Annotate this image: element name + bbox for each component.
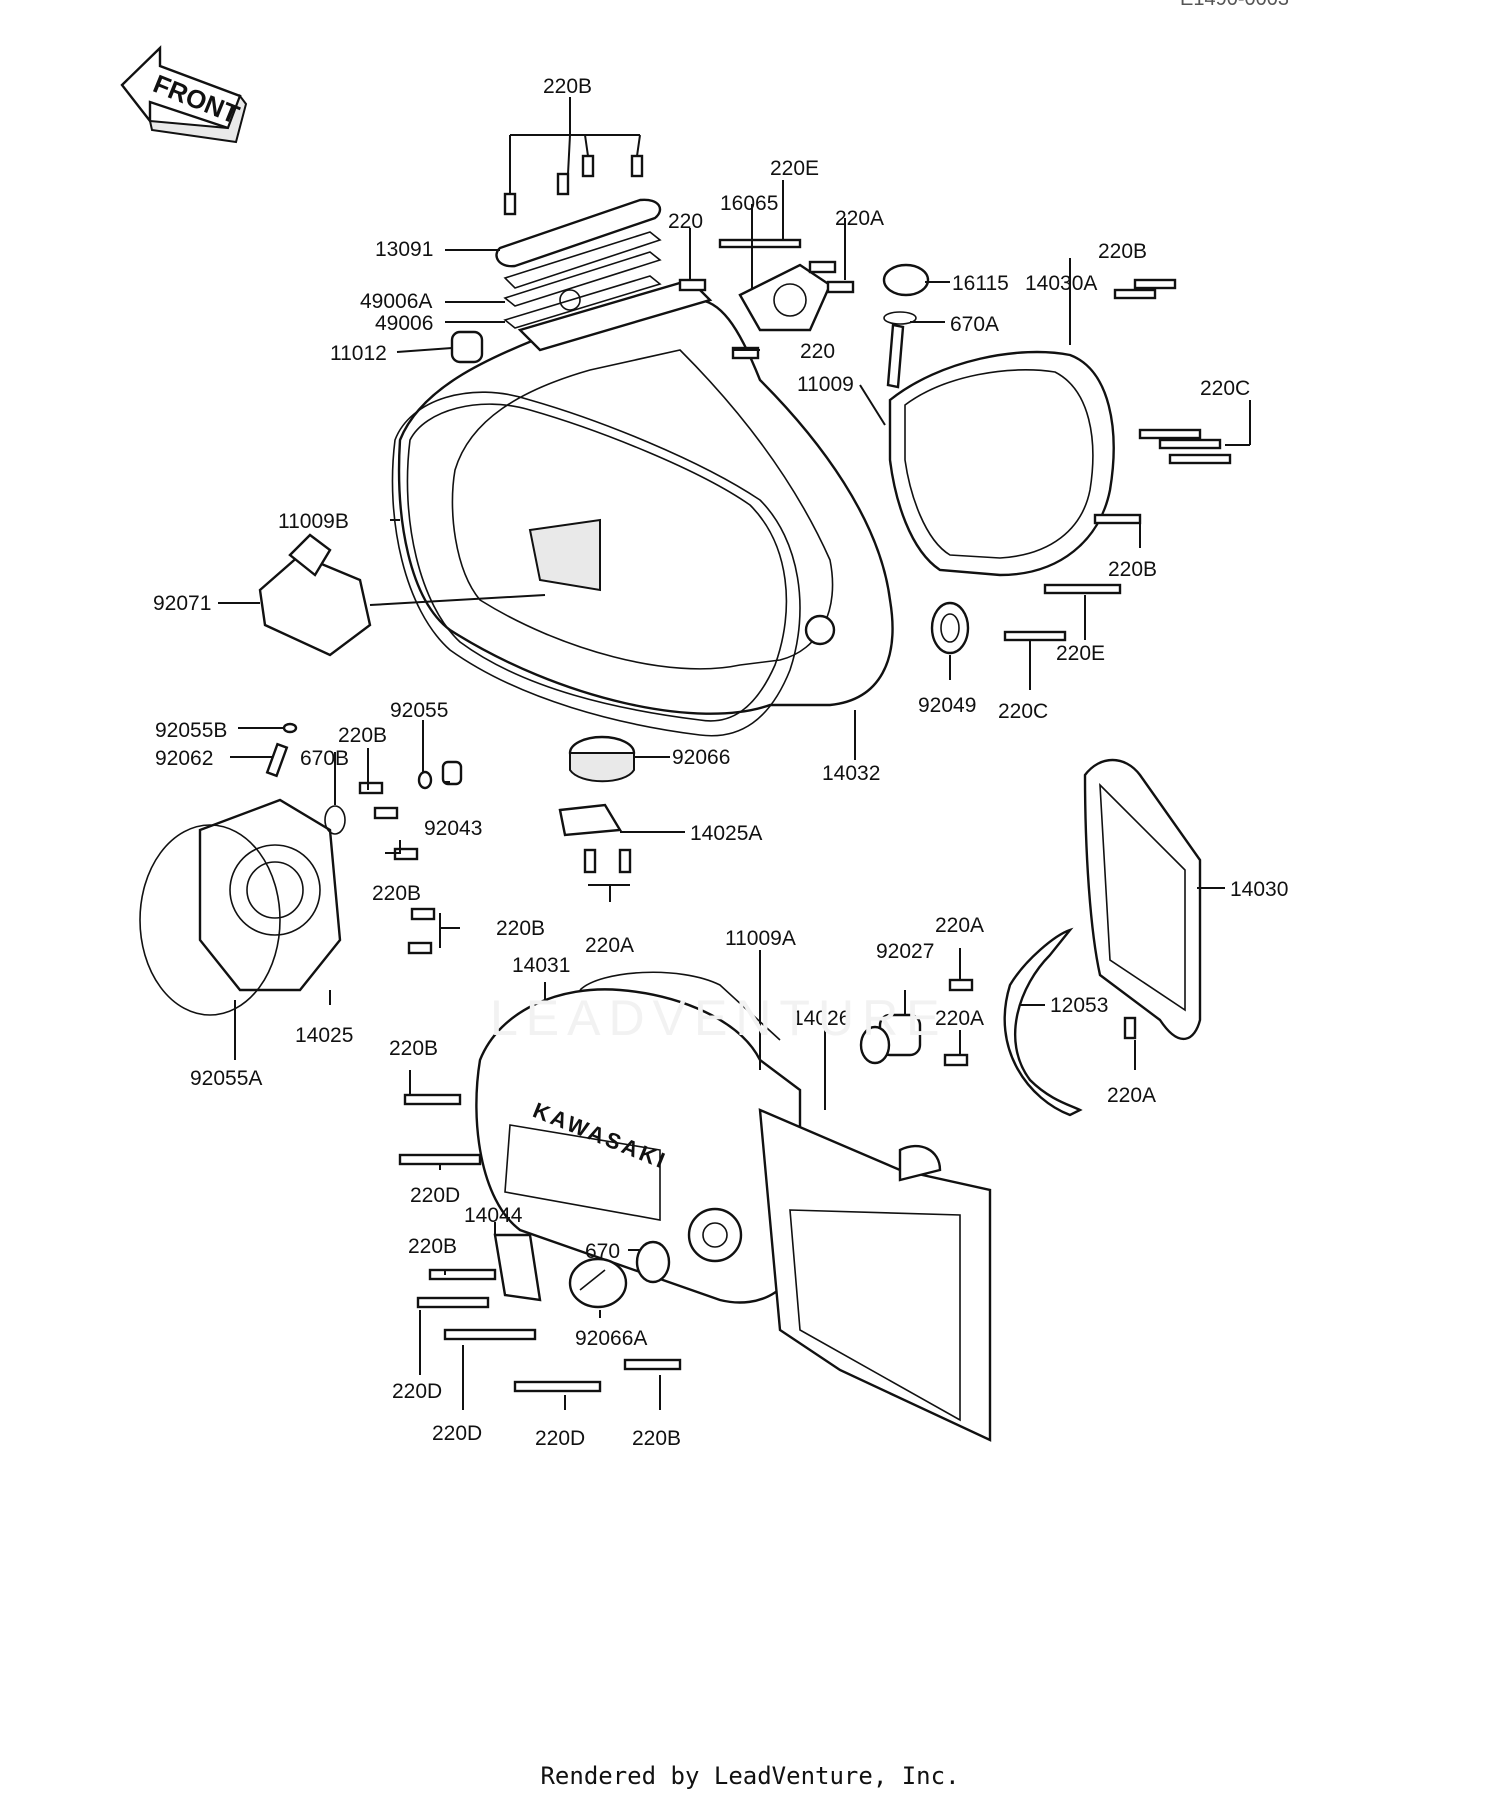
oil-cap-16115 bbox=[882, 263, 930, 389]
part-label: 220B bbox=[338, 724, 387, 747]
part-label: 11009B bbox=[278, 510, 349, 533]
part-label: 92062 bbox=[155, 747, 213, 770]
cover-14031: KAWASAKI bbox=[475, 971, 802, 1304]
front-label: FRONT bbox=[149, 68, 243, 129]
document-code: E1490-0003 bbox=[1180, 0, 1289, 11]
part-label: 220D bbox=[535, 1427, 585, 1450]
part-label: 14032 bbox=[822, 762, 880, 785]
part-label: 670A bbox=[950, 313, 999, 336]
washer-92055 bbox=[417, 770, 433, 790]
part-label: 220 bbox=[800, 340, 835, 363]
part-label: 220C bbox=[1200, 377, 1250, 400]
gasket-11009b bbox=[391, 391, 801, 737]
o-ring-92055a bbox=[139, 824, 281, 1016]
part-label: 92055A bbox=[190, 1067, 262, 1090]
bolts-220a-right bbox=[943, 978, 1137, 1067]
part-label: 220B bbox=[632, 1427, 681, 1450]
screws-220b-top bbox=[503, 154, 644, 216]
o-ring-670 bbox=[635, 1240, 671, 1284]
part-label: 92071 bbox=[153, 592, 211, 615]
part-label: 49006 bbox=[375, 312, 433, 335]
part-label: 92049 bbox=[918, 694, 976, 717]
damper-92027 bbox=[859, 1013, 922, 1065]
part-label: 220A bbox=[835, 207, 884, 230]
part-label: 92055B bbox=[155, 719, 227, 742]
bolts-220b-mid bbox=[358, 781, 436, 955]
bolts-right-upper bbox=[678, 238, 1232, 642]
part-label: 220B bbox=[389, 1037, 438, 1060]
bracket-14025a bbox=[558, 803, 632, 874]
plug-92055b bbox=[282, 722, 298, 734]
part-label: 220B bbox=[1098, 240, 1147, 263]
part-label: 220B bbox=[1108, 558, 1157, 581]
part-label: 670 bbox=[585, 1240, 620, 1263]
part-label: 14025A bbox=[690, 822, 762, 845]
part-label: 220 bbox=[668, 210, 703, 233]
part-label: 92066 bbox=[672, 746, 730, 769]
cover-plate-13091 bbox=[495, 198, 662, 329]
part-label: 220B bbox=[543, 75, 592, 98]
bracket-14044 bbox=[493, 1233, 542, 1302]
part-label: 220B bbox=[496, 917, 545, 940]
part-label: 220C bbox=[998, 700, 1048, 723]
part-label: 92043 bbox=[424, 817, 482, 840]
collar-92043 bbox=[441, 760, 463, 786]
flange-16065 bbox=[738, 263, 832, 332]
part-label: 92027 bbox=[876, 940, 934, 963]
part-label: 220B bbox=[372, 882, 421, 905]
part-label: 220E bbox=[770, 157, 819, 180]
part-label: 14026 bbox=[792, 1007, 850, 1030]
watermark: LEADVENTURE bbox=[490, 990, 948, 1046]
oil-plug-92066a bbox=[568, 1257, 628, 1309]
part-label: 16065 bbox=[720, 192, 778, 215]
part-label: 220B bbox=[408, 1235, 457, 1258]
part-label: 14030 bbox=[1230, 878, 1288, 901]
part-label: 220A bbox=[935, 914, 984, 937]
part-label: 92055 bbox=[390, 699, 448, 722]
plate-14030 bbox=[1083, 758, 1202, 1041]
cover-14025 bbox=[198, 798, 342, 992]
bolt-92062 bbox=[265, 742, 289, 778]
box-92071 bbox=[258, 533, 546, 657]
part-label: 220A bbox=[1107, 1084, 1156, 1107]
leader-lines bbox=[218, 97, 1251, 1410]
part-label: 14044 bbox=[464, 1204, 523, 1227]
part-label: 14031 bbox=[512, 954, 570, 977]
footer-credit: Rendered by LeadVenture, Inc. bbox=[540, 1762, 960, 1790]
seal-92066 bbox=[568, 735, 636, 783]
part-label: 12053 bbox=[1050, 994, 1108, 1017]
part-label: 11009A bbox=[725, 927, 796, 950]
part-label: 14030A bbox=[1025, 272, 1097, 295]
part-label: 220A bbox=[935, 1007, 984, 1030]
o-ring-670b bbox=[324, 805, 346, 835]
part-label: 14025 bbox=[295, 1024, 353, 1047]
part-label: 220D bbox=[410, 1184, 460, 1207]
front-arrow-icon: FRONT bbox=[120, 45, 248, 144]
duct-14026 bbox=[758, 1108, 992, 1442]
part-label: 220D bbox=[392, 1380, 442, 1403]
part-label: 13091 bbox=[375, 238, 433, 261]
part-label: 220A bbox=[585, 934, 634, 957]
plug-11012 bbox=[450, 330, 484, 364]
part-label: 11012 bbox=[330, 342, 387, 365]
crankcase-cover-14032 bbox=[397, 278, 894, 715]
part-label: 220D bbox=[432, 1422, 482, 1445]
part-label: 11009 bbox=[797, 373, 854, 396]
seal-92049 bbox=[930, 601, 970, 655]
bolts-220-bottom bbox=[398, 1093, 682, 1393]
part-label: 220E bbox=[1056, 642, 1105, 665]
part-label: 49006A bbox=[360, 290, 432, 313]
cover-14030a bbox=[888, 350, 1115, 577]
strap-12053 bbox=[1003, 927, 1083, 1117]
part-label: 670B bbox=[300, 747, 349, 770]
part-label: 92066A bbox=[575, 1327, 647, 1350]
part-label: 16115 bbox=[952, 272, 1009, 295]
